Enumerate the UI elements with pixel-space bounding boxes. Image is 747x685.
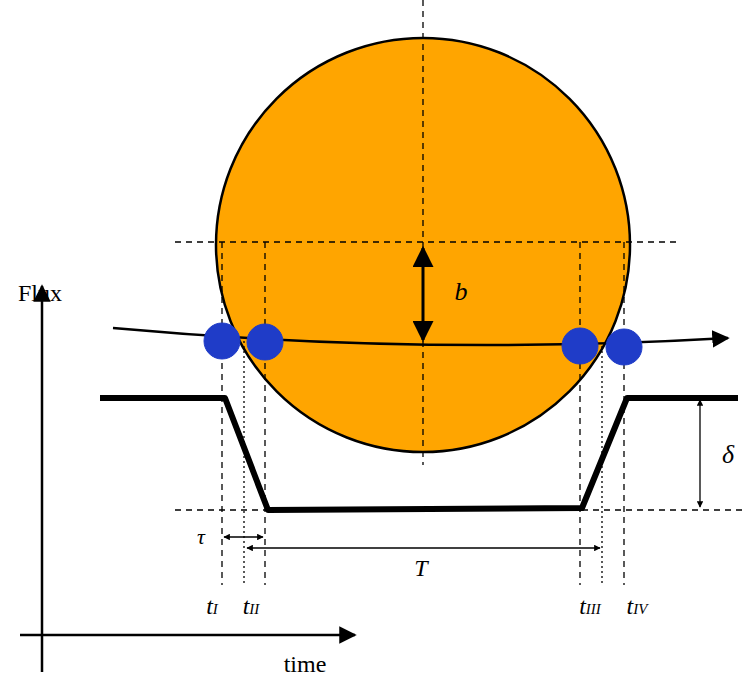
flux-axis — [41, 286, 44, 672]
light-curve — [100, 398, 738, 510]
mid-ingress-lines — [244, 341, 602, 585]
axis-label: Flux — [18, 281, 62, 305]
depth-label: δ — [722, 442, 734, 468]
duration-arrow — [247, 547, 600, 548]
ingress-arrow — [224, 536, 263, 537]
time-axis — [20, 634, 355, 637]
contact-label: tIV — [627, 594, 648, 618]
impact-parameter-arrow — [422, 248, 425, 340]
ingress-label: τ — [197, 526, 205, 548]
contact-label: tI — [206, 594, 218, 618]
contact-label: tII — [243, 594, 260, 618]
depth-arrow — [699, 400, 700, 507]
impact-parameter-label: b — [455, 279, 468, 305]
duration-label: T — [414, 556, 427, 580]
contact-label: tIII — [579, 594, 601, 618]
axis-label: time — [284, 652, 327, 676]
